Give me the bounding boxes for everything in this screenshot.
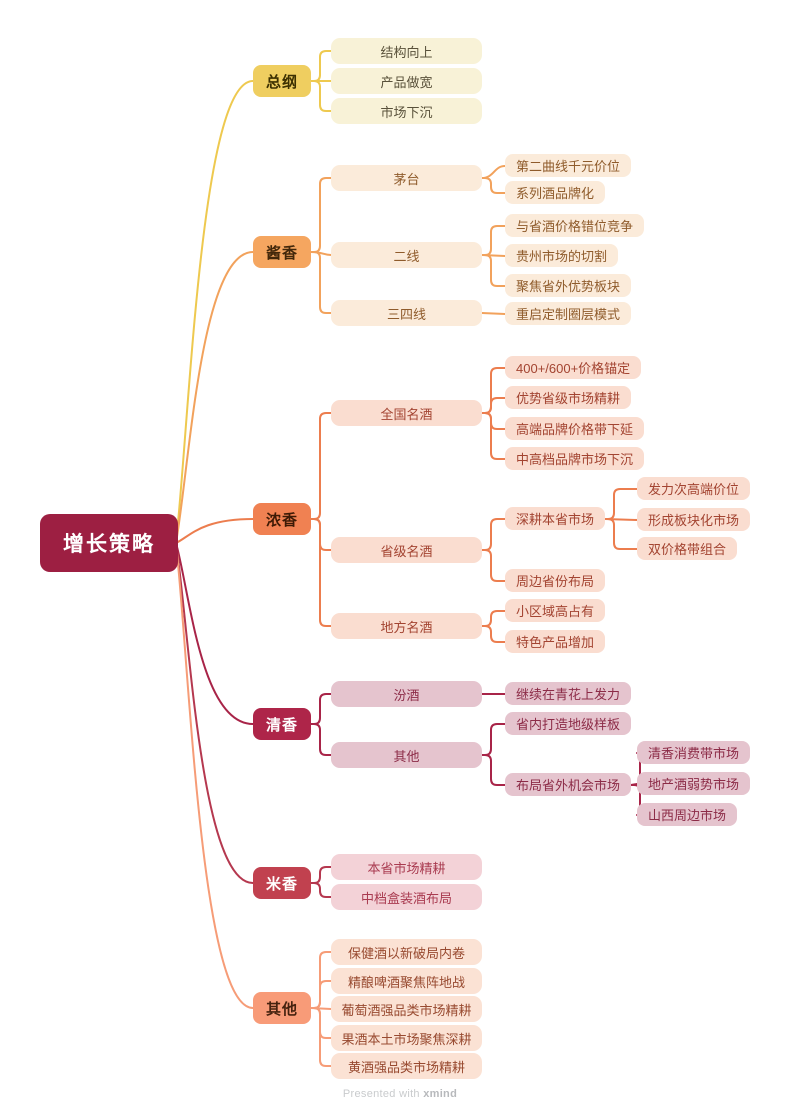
connector (481, 177, 506, 194)
connector (310, 412, 332, 520)
connector (175, 542, 254, 725)
branch-topic-3[interactable]: 清香 (253, 708, 311, 740)
subtopic-0-2[interactable]: 市场下沉 (331, 98, 482, 124)
subtopic-1-1-1[interactable]: 贵州市场的切割 (505, 244, 619, 267)
connector (310, 80, 332, 112)
subtopic-2-1-0-2[interactable]: 双价格带组合 (637, 537, 738, 560)
connector (481, 412, 506, 430)
connector (310, 177, 332, 253)
connector (310, 866, 332, 884)
subtopic-3-1-1-2[interactable]: 山西周边市场 (637, 803, 738, 826)
subtopic-2-1-0-1[interactable]: 形成板块化市场 (637, 508, 751, 531)
connector (481, 518, 506, 551)
subtopic-4-1[interactable]: 中档盒装酒布局 (331, 884, 482, 910)
subtopic-2-1-0[interactable]: 深耕本省市场 (505, 507, 606, 530)
subtopic-2-1-1[interactable]: 周边省份布局 (505, 569, 606, 592)
connector (481, 367, 506, 414)
subtopic-5-3[interactable]: 果酒本土市场聚焦深耕 (331, 1025, 482, 1051)
subtopic-2-0-3[interactable]: 中高档品牌市场下沉 (505, 447, 645, 470)
connector (310, 518, 332, 627)
connector (481, 723, 506, 756)
subtopic-3-1-1-0[interactable]: 清香消费带市场 (637, 741, 751, 764)
connector (481, 549, 506, 582)
subtopic-3-1-0[interactable]: 省内打造地级样板 (505, 712, 632, 735)
root-topic[interactable]: 增长策略 (40, 514, 178, 572)
subtopic-2-0-0[interactable]: 400+/600+价格锚定 (505, 356, 642, 379)
subtopic-1-0-1[interactable]: 系列酒品牌化 (505, 181, 606, 204)
subtopic-1-1[interactable]: 二线 (331, 242, 482, 268)
xmind-logo-text: xmind (423, 1088, 458, 1100)
connector (175, 80, 254, 544)
connector (481, 254, 506, 287)
connector (481, 754, 506, 786)
connector (310, 1007, 332, 1067)
subtopic-2-1[interactable]: 省级名酒 (331, 537, 482, 563)
subtopic-2-2-0[interactable]: 小区域高占有 (505, 599, 606, 622)
subtopic-1-2[interactable]: 三四线 (331, 300, 482, 326)
branch-topic-1[interactable]: 酱香 (253, 236, 311, 268)
subtopic-3-1-1-1[interactable]: 地产酒弱势市场 (637, 772, 751, 795)
subtopic-2-2-1[interactable]: 特色产品增加 (505, 630, 606, 653)
subtopic-0-1[interactable]: 产品做宽 (331, 68, 482, 94)
subtopic-1-0-0[interactable]: 第二曲线千元价位 (505, 154, 632, 177)
subtopic-1-1-0[interactable]: 与省酒价格错位竞争 (505, 214, 645, 237)
connector (175, 542, 254, 1009)
connector (481, 312, 506, 315)
subtopic-2-2[interactable]: 地方名酒 (331, 613, 482, 639)
subtopic-2-0-2[interactable]: 高端品牌价格带下延 (505, 417, 645, 440)
connector (481, 625, 506, 643)
connector (481, 412, 506, 460)
connector (481, 165, 506, 179)
subtopic-5-0[interactable]: 保健酒以新破局内卷 (331, 939, 482, 965)
connector (310, 50, 332, 82)
branch-topic-4[interactable]: 米香 (253, 867, 311, 899)
branch-topic-2[interactable]: 浓香 (253, 503, 311, 535)
subtopic-1-0[interactable]: 茅台 (331, 165, 482, 191)
branch-topic-5[interactable]: 其他 (253, 992, 311, 1024)
connector (604, 518, 638, 550)
connector (175, 251, 254, 544)
connector (310, 980, 332, 1009)
subtopic-3-1-1[interactable]: 布局省外机会市场 (505, 773, 632, 796)
connector (310, 882, 332, 898)
connector (310, 693, 332, 725)
connector (481, 610, 506, 627)
subtopic-2-0-1[interactable]: 优势省级市场精耕 (505, 386, 632, 409)
connector (481, 397, 506, 414)
subtopic-2-0[interactable]: 全国名酒 (331, 400, 482, 426)
subtopic-2-1-0-0[interactable]: 发力次高端价位 (637, 477, 751, 500)
connector (604, 488, 638, 520)
subtopic-3-1[interactable]: 其他 (331, 742, 482, 768)
subtopic-5-1[interactable]: 精酿啤酒聚焦阵地战 (331, 968, 482, 994)
subtopic-4-0[interactable]: 本省市场精耕 (331, 854, 482, 880)
subtopic-0-0[interactable]: 结构向上 (331, 38, 482, 64)
connector (175, 542, 254, 884)
connector (175, 518, 254, 544)
watermark: Presented with xmind (0, 1088, 800, 1100)
branch-topic-0[interactable]: 总纲 (253, 65, 311, 97)
subtopic-3-0[interactable]: 汾酒 (331, 681, 482, 707)
subtopic-5-4[interactable]: 黄酒强品类市场精耕 (331, 1053, 482, 1079)
subtopic-5-2[interactable]: 葡萄酒强品类市场精耕 (331, 996, 482, 1022)
connector (310, 251, 332, 314)
connector (481, 225, 506, 256)
subtopic-1-1-2[interactable]: 聚焦省外优势板块 (505, 274, 632, 297)
watermark-text: Presented with (342, 1088, 420, 1100)
subtopic-1-2-0[interactable]: 重启定制圈层模式 (505, 302, 632, 325)
subtopic-3-0-0[interactable]: 继续在青花上发力 (505, 682, 632, 705)
connector (310, 723, 332, 756)
